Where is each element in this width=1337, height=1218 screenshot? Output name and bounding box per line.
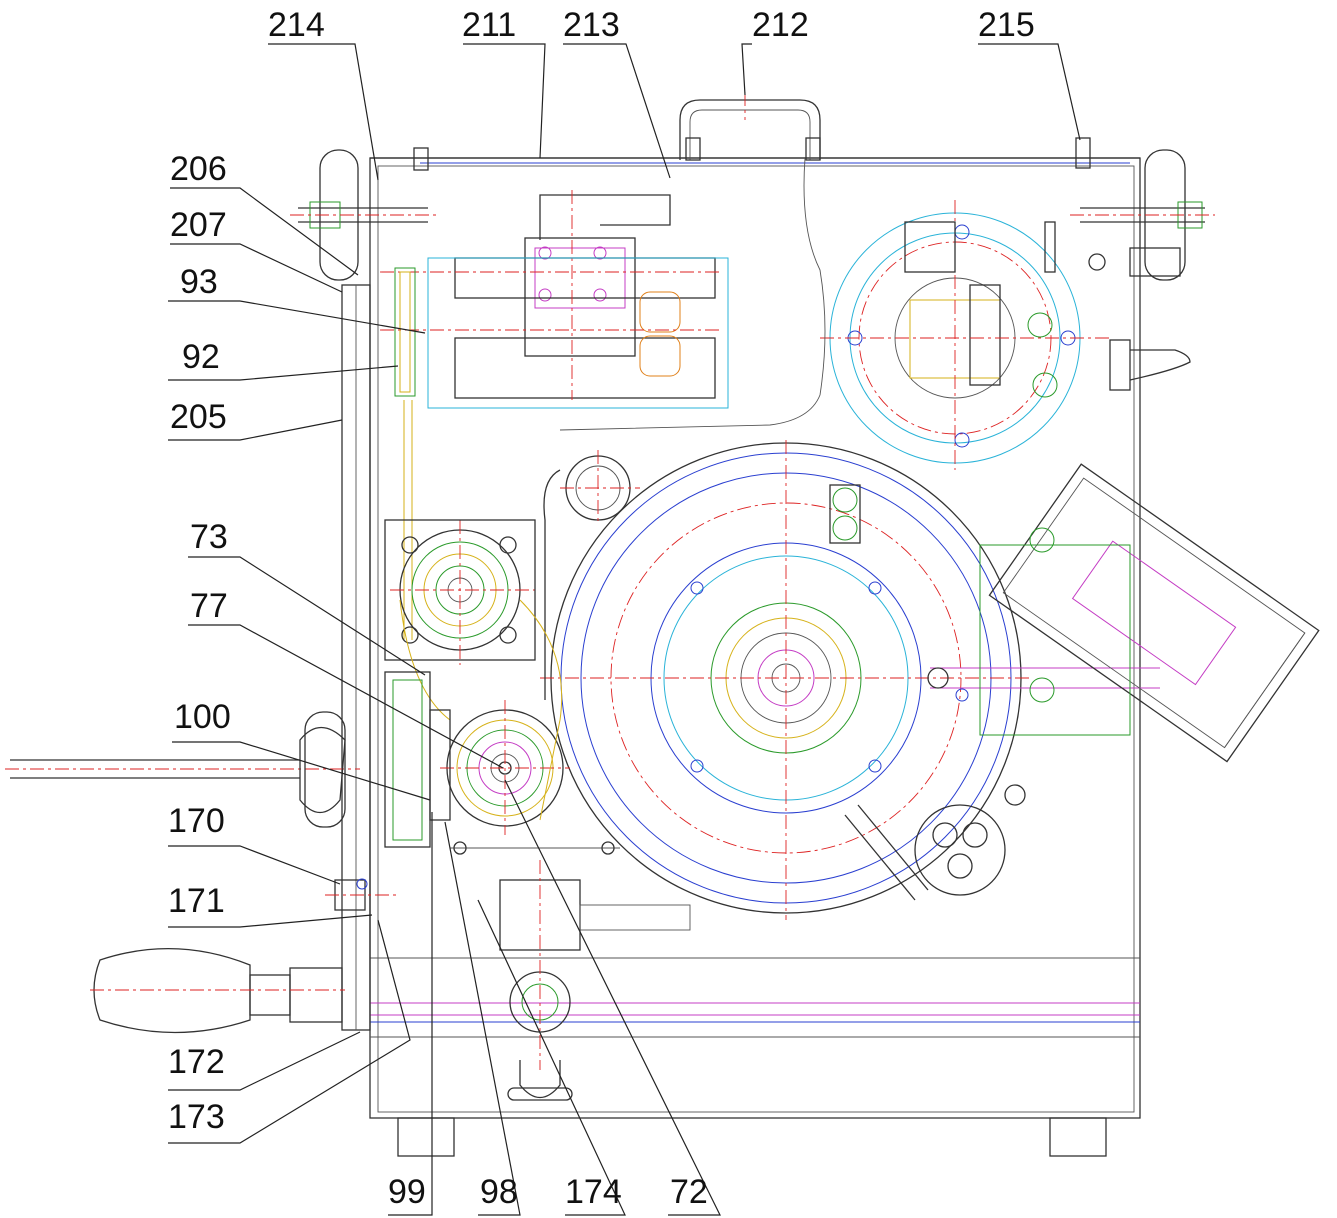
callout-label: 92	[182, 338, 220, 376]
callout-label: 205	[170, 398, 227, 436]
leader-lines	[168, 43, 1081, 1216]
left-top-roller	[290, 149, 440, 281]
side-handwheel	[5, 711, 360, 828]
valve-block	[380, 190, 729, 409]
callout-label: 73	[190, 518, 228, 556]
callout-label: 207	[170, 206, 227, 244]
machine-body	[341, 157, 1141, 1157]
main-drum	[540, 440, 1160, 920]
left-vertical-box	[384, 671, 451, 848]
lower-left-gear	[399, 599, 570, 835]
upper-right-motor	[559, 157, 1191, 470]
lower-cylinder	[450, 841, 691, 1101]
callout-label: 100	[174, 698, 231, 736]
upper-left-gear	[384, 519, 536, 665]
top-bolts	[413, 137, 1091, 171]
callout-label: 206	[170, 150, 227, 188]
callout-label: 213	[563, 6, 620, 44]
callout-label: 173	[168, 1098, 225, 1136]
lower-right-rollers	[844, 784, 1026, 901]
guide-roller	[543, 450, 640, 700]
callout-label: 77	[190, 587, 228, 625]
callout-label: 172	[168, 1043, 225, 1081]
callout-label: 170	[168, 802, 225, 840]
callout-labels: 214 211 213 212 215 206 207 93 92 205 73…	[168, 6, 1035, 1211]
locking-pin	[325, 878, 400, 911]
angled-motor-box	[979, 463, 1320, 763]
callout-label: 98	[480, 1173, 518, 1211]
callout-label: 174	[565, 1173, 622, 1211]
bottom-lever-handle	[90, 947, 345, 1034]
callout-label: 99	[388, 1173, 426, 1211]
callout-label: 72	[670, 1173, 708, 1211]
carry-handle	[679, 92, 821, 160]
callout-label: 211	[462, 6, 516, 44]
callout-label: 171	[168, 882, 225, 920]
callout-label: 93	[180, 263, 218, 301]
callout-label: 212	[752, 6, 809, 44]
callout-label: 215	[978, 6, 1035, 44]
callout-label: 214	[268, 6, 325, 44]
right-top-roller	[1070, 149, 1215, 281]
